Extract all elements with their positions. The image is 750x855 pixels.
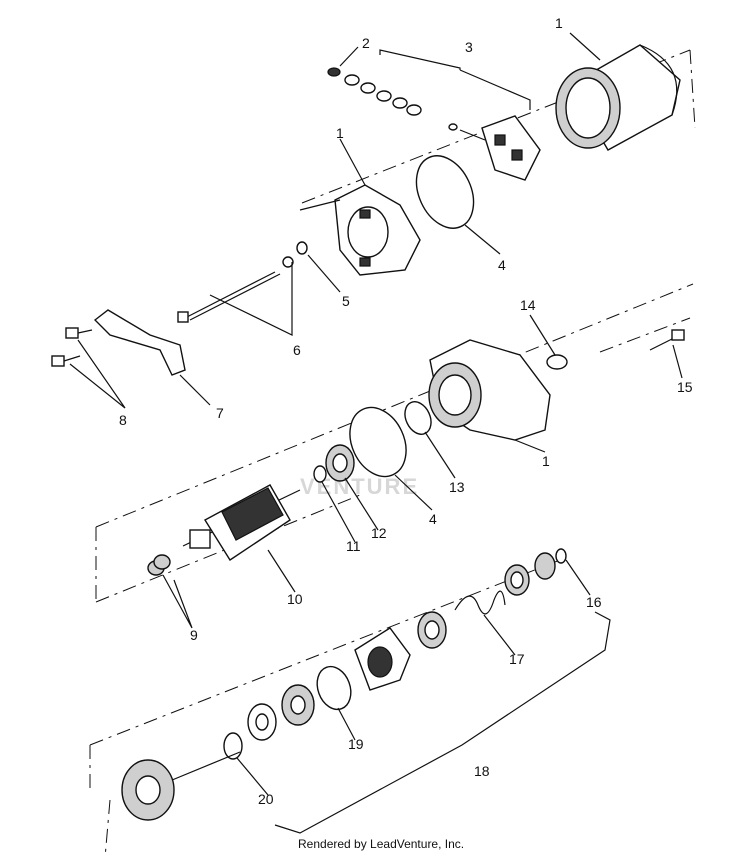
sleeve — [417, 611, 447, 649]
o-ring-middle — [349, 406, 407, 478]
leader-lines — [69, 32, 683, 834]
label-19: 19 — [348, 736, 364, 752]
label-14: 14 — [520, 297, 536, 313]
yoke-housing — [555, 44, 681, 151]
label-2: 2 — [362, 35, 370, 51]
label-10: 10 — [287, 591, 303, 607]
rear-cover — [334, 184, 421, 276]
label-1-cover: 1 — [336, 125, 344, 141]
small-washer — [296, 241, 308, 255]
label-15: 15 — [677, 379, 693, 395]
front-housing — [428, 339, 551, 441]
brushes — [147, 554, 171, 576]
pinion-gear-shaft — [121, 751, 241, 821]
bearing-12 — [325, 444, 355, 482]
render-credit: Rendered by LeadVenture, Inc. — [298, 837, 464, 851]
washer-11 — [313, 465, 327, 483]
label-4-middle: 4 — [429, 511, 437, 527]
overrunning-clutch — [354, 627, 411, 691]
washer-14 — [546, 354, 568, 370]
label-11: 11 — [346, 538, 361, 554]
bracket-bolts — [51, 327, 93, 367]
part-numbers: 1 2 3 1 4 5 6 7 8 14 15 1 13 4 12 11 10 … — [119, 15, 693, 807]
label-6: 6 — [293, 342, 301, 358]
brush-holder — [448, 115, 541, 181]
label-16: 16 — [586, 594, 602, 610]
label-20: 20 — [258, 791, 274, 807]
label-8: 8 — [119, 412, 127, 428]
through-bolts — [177, 256, 294, 323]
label-5: 5 — [342, 293, 350, 309]
ring-13 — [404, 401, 432, 435]
gear-plate — [281, 684, 315, 726]
label-9: 9 — [190, 627, 198, 643]
bracket — [93, 309, 186, 376]
label-18: 18 — [474, 763, 490, 779]
collar-stack — [504, 552, 556, 596]
label-1-top: 1 — [555, 15, 563, 31]
label-17: 17 — [509, 651, 525, 667]
bolt-15 — [649, 329, 685, 351]
washer-stack — [327, 67, 422, 116]
armature — [182, 484, 301, 561]
ring-19 — [316, 665, 352, 711]
label-4-top: 4 — [498, 257, 506, 273]
thrust-washer — [247, 703, 277, 741]
label-12: 12 — [371, 525, 387, 541]
label-3: 3 — [465, 39, 473, 55]
label-1-front: 1 — [542, 453, 550, 469]
snap-ring-16 — [555, 548, 567, 564]
spring-17 — [454, 590, 506, 615]
label-13: 13 — [449, 479, 465, 495]
label-7: 7 — [216, 405, 224, 421]
o-ring-top — [415, 155, 475, 229]
